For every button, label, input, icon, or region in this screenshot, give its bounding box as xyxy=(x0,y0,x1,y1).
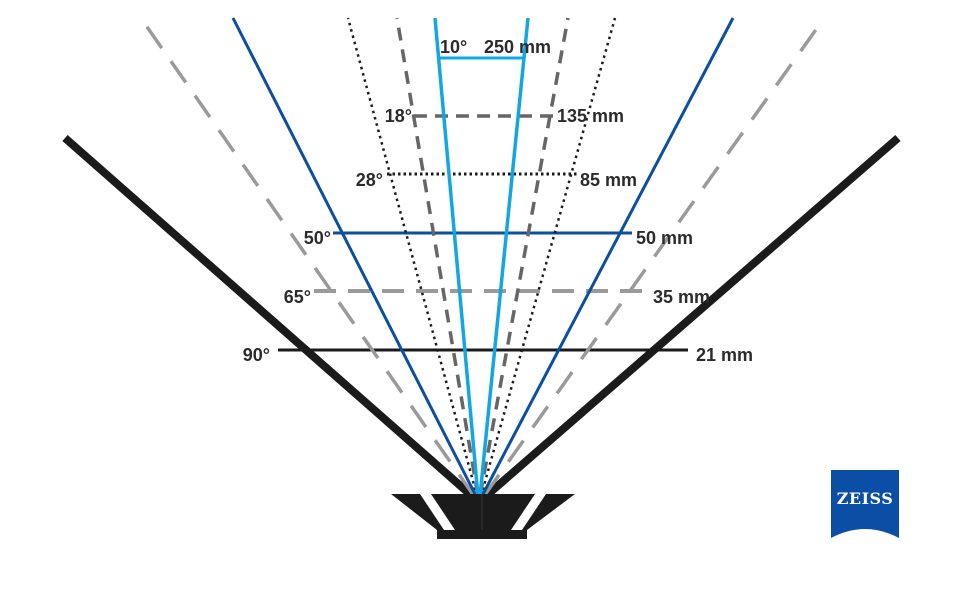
zeiss-logo: ZEISS xyxy=(831,470,899,538)
lens-mount-icon xyxy=(391,494,575,539)
fov-28-right-ray xyxy=(479,17,617,497)
focal-label-250mm: 250 mm xyxy=(484,37,551,57)
logo-text: ZEISS xyxy=(837,489,894,508)
fov-50-left-ray xyxy=(231,17,478,497)
fov-65-group xyxy=(143,22,822,498)
fov-10-left-ray xyxy=(433,17,480,497)
fov-65-left-ray xyxy=(143,22,476,498)
fov-65-right-ray xyxy=(482,22,822,498)
focal-label-50mm: 50 mm xyxy=(636,228,693,248)
fov-50-right-ray xyxy=(480,17,735,497)
fov-28-group xyxy=(346,17,617,497)
angle-label-90: 90° xyxy=(243,345,270,365)
focal-label-21mm: 21 mm xyxy=(696,345,753,365)
angle-label-18: 18° xyxy=(385,106,412,126)
fov-18-left-ray xyxy=(395,17,480,497)
angle-label-10: 10° xyxy=(440,37,467,57)
fov-90-right-ray xyxy=(483,134,901,500)
angle-label-28: 28° xyxy=(356,170,383,190)
angle-label-65: 65° xyxy=(284,287,311,307)
fov-10-group xyxy=(433,17,530,497)
fov-50-group xyxy=(231,17,735,497)
fov-90-group xyxy=(62,134,901,500)
fov-90-left-ray xyxy=(62,134,475,500)
focal-label-135mm: 135 mm xyxy=(557,106,624,126)
fov-10-right-ray xyxy=(478,17,530,497)
fov-18-group xyxy=(395,17,570,497)
fov-18-right-ray xyxy=(478,17,570,497)
fov-28-left-ray xyxy=(346,17,479,497)
focal-label-35mm: 35 mm xyxy=(653,287,710,307)
focal-label-85mm: 85 mm xyxy=(580,170,637,190)
angle-label-50: 50° xyxy=(304,228,331,248)
